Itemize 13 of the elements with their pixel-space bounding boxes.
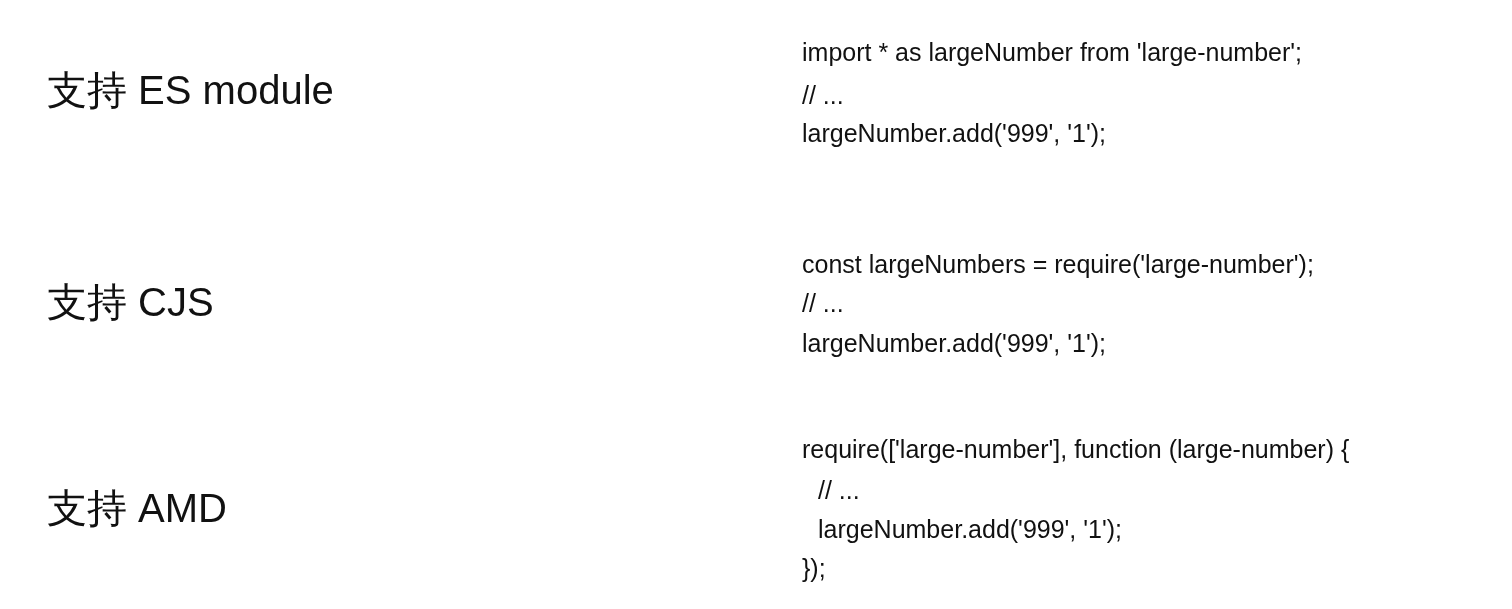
code-line: import * as largeNumber from 'large-number'; xyxy=(802,37,1302,68)
code-line: // ... xyxy=(802,80,844,111)
code-line: // ... xyxy=(818,475,860,506)
heading: 支持 CJS xyxy=(47,279,214,326)
heading: 支持 AMD xyxy=(47,485,227,532)
code-line: require(['large-number'], function (large-number) { xyxy=(802,434,1350,465)
code-line: // ... xyxy=(802,288,844,319)
heading: 支持 ES module xyxy=(47,67,334,114)
code-line: const largeNumbers = require('large-number'); xyxy=(802,249,1314,280)
code-line: largeNumber.add('999', '1'); xyxy=(802,118,1106,149)
code-line: }); xyxy=(802,553,826,584)
code-line: largeNumber.add('999', '1'); xyxy=(818,514,1122,545)
code-line: largeNumber.add('999', '1'); xyxy=(802,328,1106,359)
